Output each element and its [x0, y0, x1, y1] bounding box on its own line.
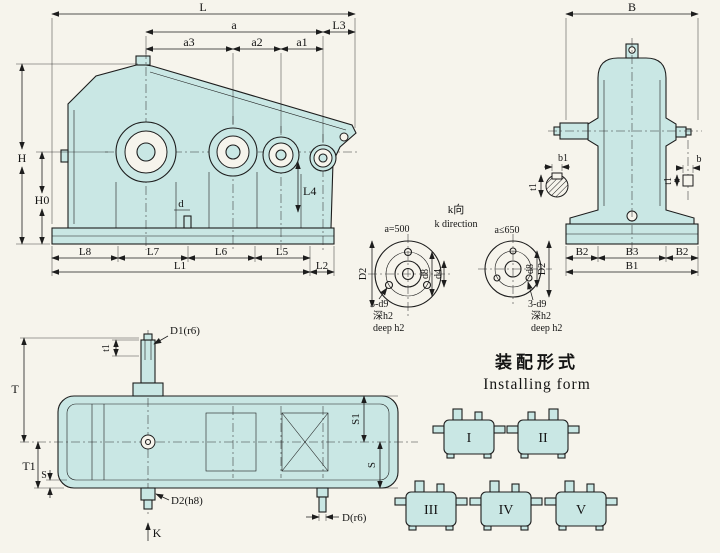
dim-label-L: L — [199, 0, 206, 14]
shaft-stub-bottom-right — [316, 487, 329, 498]
top-view: D1(r6) t1 T T1 S S1 S D2(h8) — [11, 325, 418, 541]
variant-label-1: I — [467, 431, 472, 446]
lug-hole — [339, 132, 349, 142]
dim-label-H0: H0 — [35, 193, 50, 207]
install-variant-5: V — [544, 480, 618, 531]
dim-label-L3: L3 — [332, 18, 345, 32]
lifting-lug — [135, 55, 151, 66]
dim-label-d4: d4 — [433, 269, 444, 279]
installing-title-cn: 装配形式 — [494, 352, 579, 372]
depth-cn-2: 深h2 — [531, 310, 551, 322]
dim-label-D2-2: D2 — [537, 263, 548, 275]
dim-label-L1: L1 — [174, 260, 186, 272]
dim-label-d8-2: d8 — [525, 264, 536, 274]
dim-label-L6: L6 — [215, 246, 228, 258]
install-variant-2: II — [506, 408, 580, 459]
side-view: d L a L3 a3 a2 a1 — [16, 0, 358, 276]
dim-label-B2-right: B2 — [676, 246, 689, 258]
variant-label-2: II — [538, 431, 548, 446]
installing-title-en: Installing form — [483, 376, 591, 393]
dim-label-a1: a1 — [296, 35, 307, 49]
dim-label-L4: L4 — [303, 184, 316, 198]
bearing-boss-4 — [309, 144, 337, 172]
bolt-hole — [525, 274, 533, 282]
dim-label-a3: a3 — [183, 35, 194, 49]
variant-label-5: V — [576, 503, 586, 518]
dim-label-L8: L8 — [79, 246, 92, 258]
view-label-K: K — [153, 526, 162, 540]
dim-label-b: b — [697, 154, 702, 165]
end-dimensions: B B2 B3 B2 B1 — [565, 0, 699, 276]
view-label-en: k direction — [434, 219, 477, 230]
dim-label-D1: D1(r6) — [170, 325, 200, 337]
bearing-boss-1 — [115, 121, 177, 183]
dim-label-t1-left: t1 — [528, 183, 539, 191]
dim-label-a: a — [231, 18, 237, 32]
keyway-detail-right: b t1 — [663, 154, 702, 187]
dim-label-S-left: S — [41, 470, 47, 481]
installing-forms: 装配形式 Installing form I II — [394, 352, 618, 531]
dim-label-B2-left: B2 — [576, 246, 589, 258]
dim-label-B3: B3 — [626, 246, 639, 258]
side-dimensions: L a L3 a3 a2 a1 H H0 — [16, 0, 356, 276]
stud-d — [183, 215, 192, 229]
view-label-cn: k向 — [448, 202, 465, 216]
end-view: b1 t1 b t1 B B2 — [528, 0, 702, 276]
dim-label-B1: B1 — [626, 260, 639, 272]
condition-label-2: a≤650 — [495, 225, 520, 236]
variant-label-4: IV — [499, 503, 514, 518]
dim-label-S1: S1 — [350, 413, 362, 425]
end-shaft-right — [675, 126, 687, 138]
bolt-hole — [384, 280, 394, 290]
output-shaft-down — [140, 487, 156, 501]
dim-label-T1: T1 — [22, 459, 35, 473]
dim-label-d: d — [178, 198, 184, 210]
depth-en-1: deep h2 — [373, 323, 404, 334]
bolt-hole — [403, 247, 413, 257]
variant-label-3: III — [424, 503, 438, 518]
bearing-boss-3 — [262, 136, 300, 174]
dim-label-L7: L7 — [147, 246, 160, 258]
install-variant-1: I — [432, 408, 506, 459]
bolt-hole — [493, 274, 501, 282]
dim-label-a2: a2 — [251, 35, 262, 49]
shaft-detail-2: a≤650 d8 D2 3-d9 深h2 deep h2 — [478, 225, 562, 334]
dim-label-D2h8: D2(h8) — [171, 495, 203, 507]
dim-label-B: B — [628, 0, 636, 14]
dim-label-Dr6: D(r6) — [342, 512, 367, 524]
dim-label-d8-1: d8 — [420, 269, 431, 279]
bearing-boss-2 — [208, 127, 258, 177]
dim-label-S-right: S — [366, 462, 378, 468]
holes-label-2: 3-d9 — [528, 299, 546, 310]
install-variant-4: IV — [469, 480, 543, 531]
dim-label-L5: L5 — [276, 246, 289, 258]
shaft-section-detail: b1 t1 — [528, 153, 570, 198]
shaft-detail-1: k向 k direction a=500 D2 d8 d4 3-d9 深h2 d… — [358, 202, 478, 334]
install-variant-3: III — [394, 480, 468, 531]
dim-label-D2-1: D2 — [358, 268, 369, 280]
bolt-hole — [509, 247, 517, 255]
dim-label-t1-top: t1 — [101, 344, 112, 352]
dim-label-H: H — [18, 151, 27, 165]
dim-label-b1: b1 — [558, 153, 568, 164]
input-shaft — [140, 339, 156, 384]
depth-en-2: deep h2 — [531, 323, 562, 334]
condition-label-1: a=500 — [384, 224, 409, 235]
dim-label-L2: L2 — [316, 260, 328, 272]
holes-label-1: 3-d9 — [370, 299, 388, 310]
depth-cn-1: 深h2 — [373, 310, 393, 322]
dim-label-t1-right: t1 — [663, 177, 674, 185]
dim-label-T: T — [11, 382, 19, 396]
oil-gauge — [60, 149, 69, 163]
